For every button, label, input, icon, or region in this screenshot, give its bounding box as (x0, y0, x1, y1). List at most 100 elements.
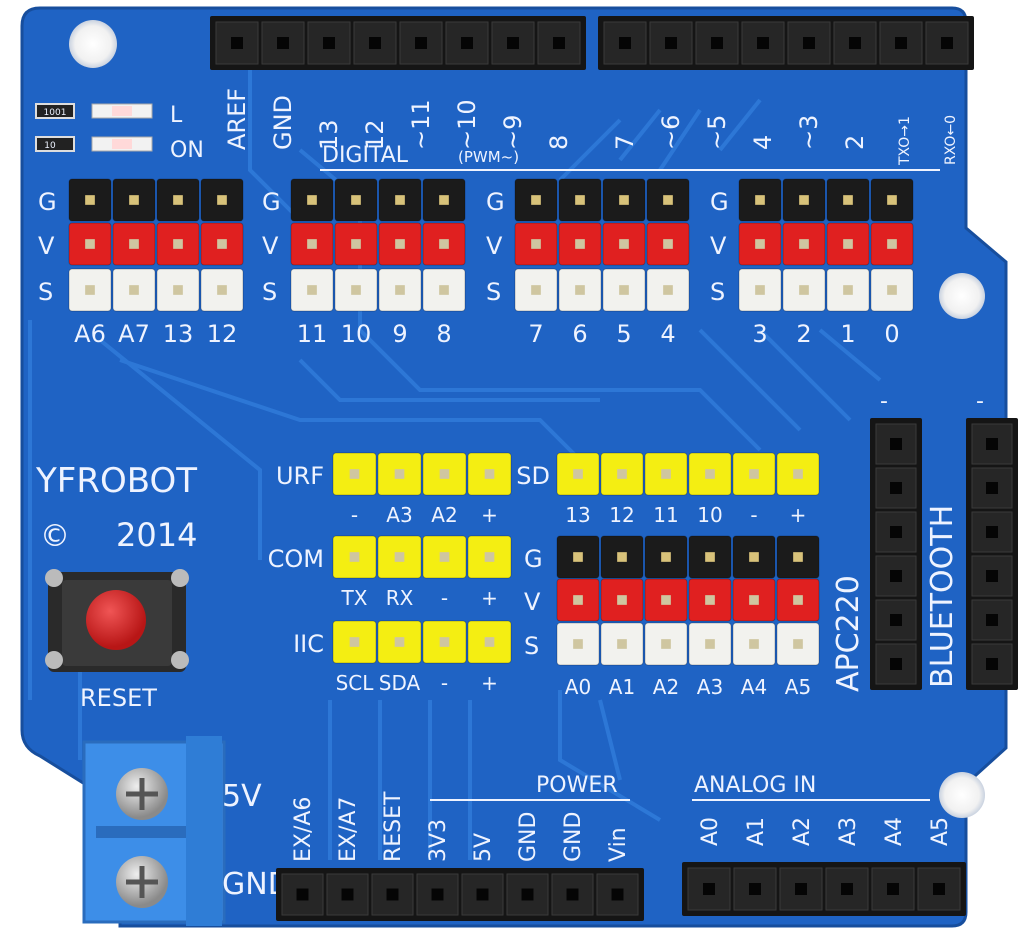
digital-pin-label: 8 (545, 135, 573, 150)
digital-label: DIGITAL (322, 143, 409, 168)
servo-pin (422, 178, 466, 222)
year-label: 2014 (116, 516, 197, 554)
servo-pin (290, 268, 334, 312)
servo-pin (826, 268, 870, 312)
reset-label: RESET (80, 684, 157, 712)
gvs-row-label: G (38, 188, 57, 216)
power-header (276, 868, 644, 921)
power-pin-label: Vin (606, 827, 631, 862)
iic-header-label: IIC (293, 630, 324, 658)
trace (718, 98, 762, 152)
side-headers (870, 418, 1018, 690)
trace (658, 108, 702, 172)
power-pin-label: GND (561, 812, 586, 862)
digital-pin-label: TXO→1 (897, 116, 913, 166)
trace (818, 328, 882, 382)
servo-pin-number: 11 (297, 320, 328, 348)
servo-pin (558, 178, 602, 222)
digital-pin-label: ~3 (795, 115, 823, 150)
servo-pin (782, 268, 826, 312)
servo-pin (826, 222, 870, 266)
yellow-pin-label: + (790, 503, 807, 527)
yellow-pin (332, 452, 377, 496)
digital-pin-label: ~5 (703, 115, 731, 150)
brand-label: YFROBOT (35, 461, 197, 501)
yellow-pin (332, 620, 377, 664)
gvs-row-label: G (262, 188, 281, 216)
servo-pin (514, 268, 558, 312)
servo-pin (68, 222, 112, 266)
gvs-row-label: S (710, 278, 725, 306)
yellow-pin (644, 452, 688, 496)
yellow-pin-label: - (750, 503, 757, 527)
servo-pin-number: 5 (616, 320, 631, 348)
analog-pin (600, 578, 644, 622)
trace (248, 60, 302, 222)
servo-pin (68, 268, 112, 312)
gvs-row-label: S (38, 278, 53, 306)
servo-pin (646, 268, 690, 312)
servo-pin-number: 9 (392, 320, 407, 348)
servo-pin (738, 268, 782, 312)
resistor-code-2: 10 (44, 141, 56, 151)
yellow-pin (377, 535, 422, 579)
yellow-pin-label: 12 (609, 503, 634, 527)
servo-pin (782, 178, 826, 222)
gvs-row-label: S (262, 278, 277, 306)
analog-in-pin-label: A0 (698, 817, 723, 846)
yellow-pin-label: SCL (336, 671, 375, 695)
digital-pin-label: ~6 (657, 115, 685, 150)
servo-pin-number: A6 (74, 320, 106, 348)
power-pin-label: 3V3 (426, 819, 451, 862)
servo-pin (602, 268, 646, 312)
servo-pin (290, 178, 334, 222)
yellow-pin (776, 452, 820, 496)
yellow-pin (422, 452, 467, 496)
servo-pin (68, 178, 112, 222)
yellow-pin (600, 452, 644, 496)
servo-pin (112, 178, 156, 222)
analog-in-header (682, 862, 966, 916)
analog-pin (556, 535, 600, 579)
reset-button[interactable] (45, 569, 189, 672)
digital-pin-label: ~9 (499, 115, 527, 150)
servo-pin (422, 268, 466, 312)
servo-pin (156, 178, 200, 222)
yellow-pin (467, 452, 512, 496)
yellow-pin (556, 452, 600, 496)
power-pin-label: EX/A7 (336, 797, 361, 862)
apc220-label: APC220 (831, 575, 866, 692)
yellow-pin-label: + (481, 586, 498, 610)
trace (598, 699, 622, 781)
trace (618, 108, 662, 162)
analog-in-pin-label: A2 (790, 817, 815, 846)
analog-pin (732, 578, 776, 622)
yellow-pin-label: 10 (697, 503, 722, 527)
com-header-label: COM (268, 545, 324, 573)
digital-pin-label: 4 (749, 135, 777, 150)
yellow-pin (377, 452, 422, 496)
led-label-on: ON (170, 138, 204, 163)
yellow-pin-label: - (441, 671, 448, 695)
yellow-pin (332, 535, 377, 579)
sd-header-label: SD (516, 462, 550, 490)
analog-in-pin-label: A5 (928, 817, 953, 846)
trace (98, 338, 262, 560)
gvs-row-label: G (710, 188, 729, 216)
yellow-pin-label: - (441, 586, 448, 610)
analog-pin (776, 578, 820, 622)
gvs-row-label: V (524, 588, 541, 616)
yellow-pin (467, 535, 512, 579)
gvs-row-label: V (38, 232, 55, 260)
power-pin-label: EX/A6 (291, 797, 316, 862)
yellow-pin (422, 535, 467, 579)
servo-pin (602, 222, 646, 266)
